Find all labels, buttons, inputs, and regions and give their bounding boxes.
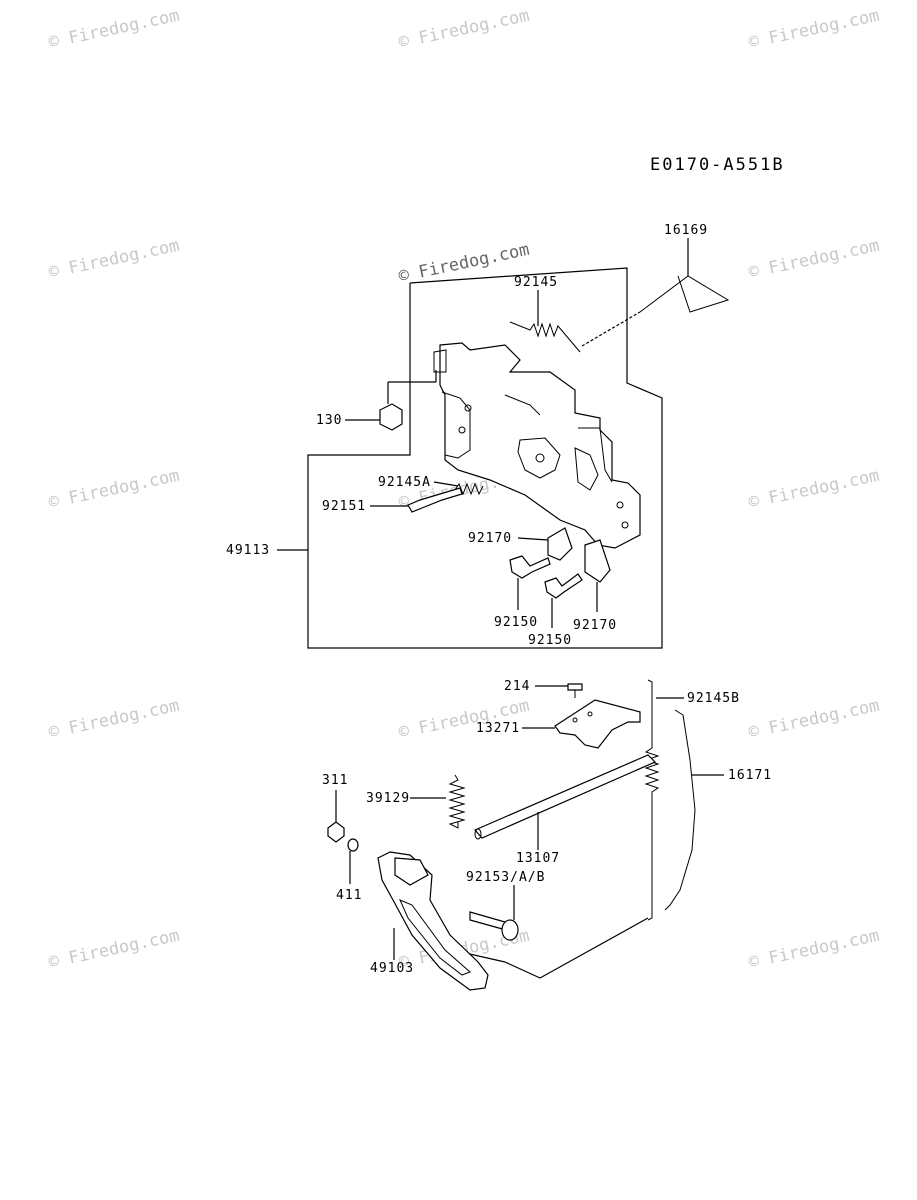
lower-leaders xyxy=(335,685,724,960)
watermark-layer: © Firedog.com © Firedog.com © Firedog.co… xyxy=(47,6,881,973)
bolt-130 xyxy=(379,403,403,431)
lever-slot xyxy=(399,899,471,976)
part-label-92170: 92170 xyxy=(573,618,617,633)
part-label-92145B: 92145B xyxy=(687,691,740,706)
part-label-92170: 92170 xyxy=(468,531,512,546)
spring-92145B xyxy=(644,679,660,921)
watermark: © Firedog.com xyxy=(47,466,181,513)
part-label-13107: 13107 xyxy=(516,851,560,866)
part-label-92145: 92145 xyxy=(514,275,558,290)
screw-92151 xyxy=(407,487,463,513)
part-label-130: 130 xyxy=(316,413,342,428)
bolt-92150 xyxy=(544,573,583,599)
part-label-92150: 92150 xyxy=(494,615,538,630)
shaft-end xyxy=(474,828,482,840)
plate-hole xyxy=(535,453,545,463)
watermark: © Firedog.com xyxy=(747,236,881,283)
leader xyxy=(433,481,459,487)
plate-hole xyxy=(464,404,472,412)
plate-slot xyxy=(433,349,447,373)
part-label-311: 311 xyxy=(322,773,348,788)
leader xyxy=(517,537,549,541)
part-labels: 16169 92145 130 92145A 92151 49113 92170… xyxy=(226,223,772,976)
spring-92145 xyxy=(509,321,581,353)
leader xyxy=(581,311,641,347)
pin-head xyxy=(501,919,519,941)
part-label-411: 411 xyxy=(336,888,362,903)
watermark: © Firedog.com xyxy=(747,6,881,53)
plate-hole xyxy=(621,521,629,529)
watermark: © Firedog.com xyxy=(747,696,881,743)
plate-hole xyxy=(587,711,593,717)
part-label-16169: 16169 xyxy=(664,223,708,238)
shaft-13107 xyxy=(474,754,657,839)
part-label-39129: 39129 xyxy=(366,791,410,806)
bolt-92150 xyxy=(509,555,551,579)
rod-16171 xyxy=(664,709,696,911)
plate-hole xyxy=(458,426,466,434)
lever-assembly xyxy=(327,679,696,991)
upper-leaders xyxy=(277,238,689,628)
lever-arm xyxy=(394,857,429,886)
assembly-bracket xyxy=(307,267,663,649)
wire-16169 xyxy=(639,275,730,313)
diagram-code: E0170-A551B xyxy=(650,155,785,175)
watermark: © Firedog.com xyxy=(47,6,181,53)
watermark: © Firedog.com xyxy=(747,926,881,973)
plate-rod xyxy=(578,427,613,483)
watermark: © Firedog.com xyxy=(747,466,881,513)
part-label-49113: 49113 xyxy=(226,543,270,558)
plate-detail xyxy=(504,394,599,491)
part-label-16171: 16171 xyxy=(728,768,772,783)
watermark: © Firedog.com xyxy=(47,926,181,973)
part-label-92151: 92151 xyxy=(322,499,366,514)
spring-39129 xyxy=(448,774,466,829)
watermark: © Firedog.com xyxy=(47,696,181,743)
plate-hole xyxy=(572,717,578,723)
spring-92145A xyxy=(454,482,484,496)
control-plate-assembly xyxy=(307,267,730,649)
pin-92153 xyxy=(469,911,507,931)
retainer-92170 xyxy=(547,527,573,561)
nut-311 xyxy=(327,821,345,843)
plate-hole xyxy=(616,501,624,509)
washer-411 xyxy=(347,838,359,852)
part-label-49103: 49103 xyxy=(370,961,414,976)
part-label-92150: 92150 xyxy=(528,633,572,648)
control-plate xyxy=(439,342,641,549)
part-label-92145A: 92145A xyxy=(378,475,431,490)
part-label-13271: 13271 xyxy=(476,721,520,736)
part-label-214: 214 xyxy=(504,679,530,694)
retainer-92170 xyxy=(584,539,611,583)
watermark: © Firedog.com xyxy=(397,6,531,53)
part-label-92153: 92153/A/B xyxy=(466,870,545,885)
plate-flange xyxy=(441,391,471,459)
plate-13271 xyxy=(554,699,641,749)
watermark: © Firedog.com xyxy=(47,236,181,283)
screw-214 xyxy=(567,683,583,691)
